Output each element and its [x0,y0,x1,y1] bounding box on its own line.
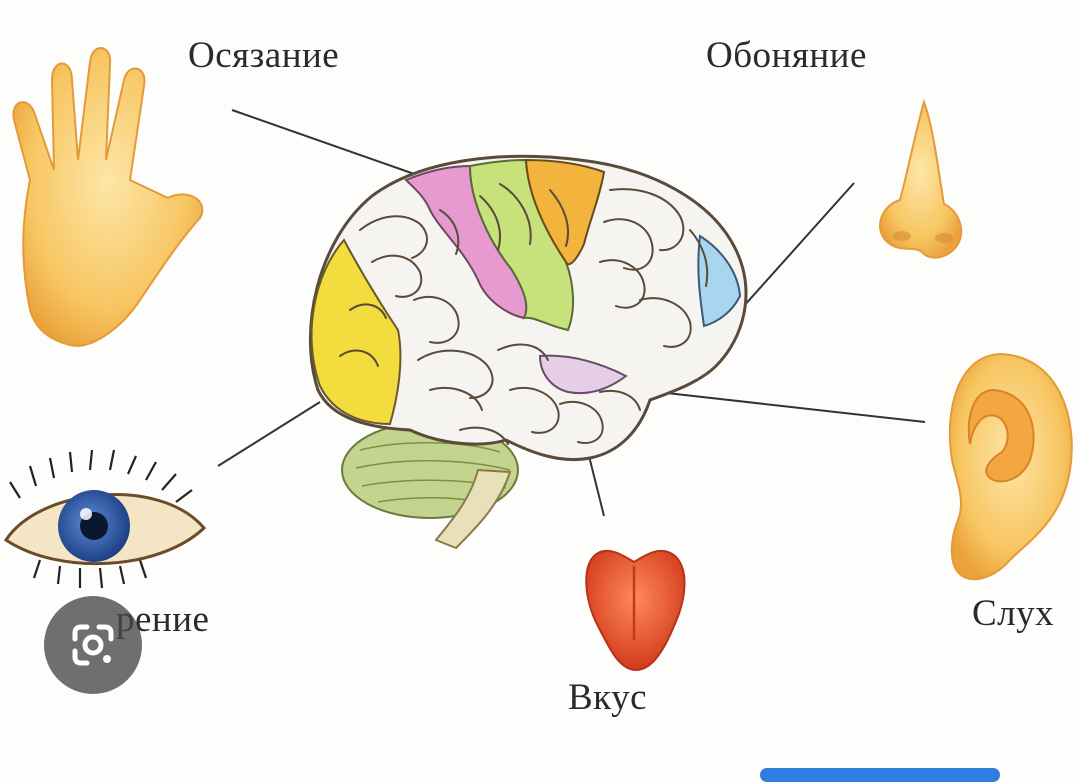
ear-icon [948,352,1073,581]
brain-icon [308,154,748,550]
google-lens-icon [72,624,114,666]
hearing-connector [639,389,926,423]
touch-label: Осязание [188,35,340,76]
nose-icon [879,98,963,259]
touch-connector [231,109,421,177]
tongue-icon [585,550,686,672]
brain-stem [434,468,512,550]
hand-icon [12,47,204,347]
google-lens-button[interactable] [44,596,142,694]
smell-area [697,234,742,328]
hearing-label: Слух [972,593,1055,634]
taste-label: Вкус [568,677,648,718]
vision-area [310,238,402,426]
vision-connector [217,401,321,467]
eye-icon [3,449,207,589]
bottom-scroll-indicator [760,768,1000,782]
smell-label: Обоняние [706,35,867,76]
hearing-area [538,354,628,394]
